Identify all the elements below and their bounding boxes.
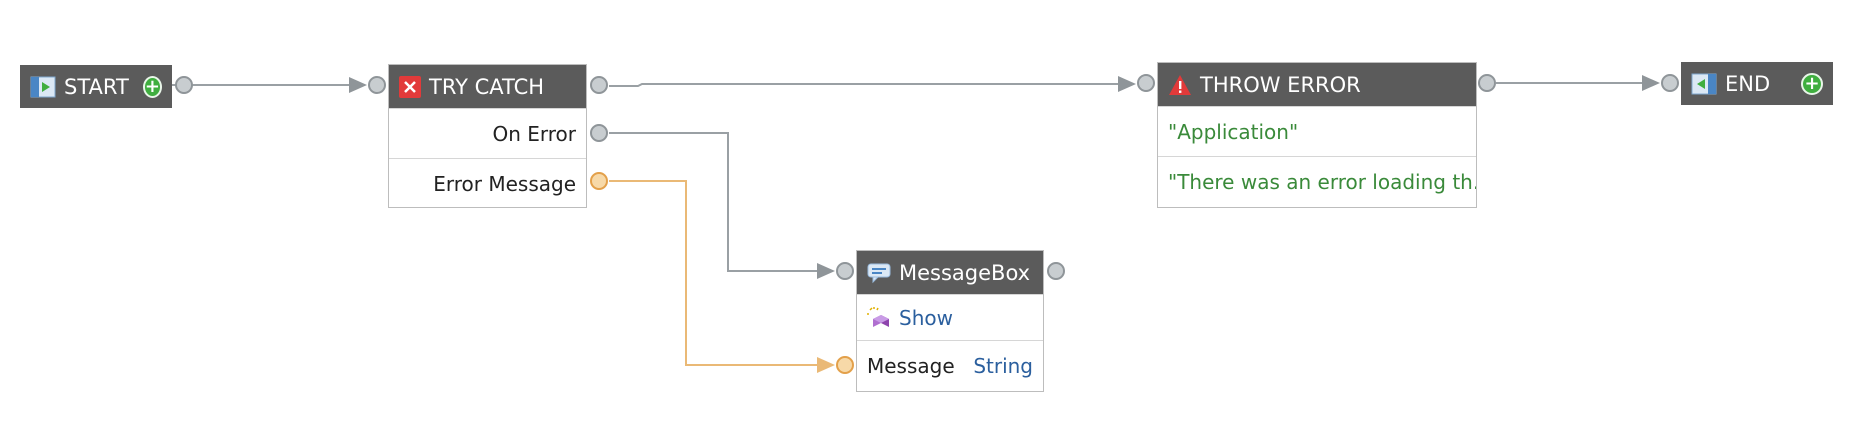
try-catch-title: TRY CATCH [429, 74, 545, 99]
trycatch-input-port[interactable] [368, 76, 386, 94]
start-node-header[interactable]: START + [20, 65, 172, 108]
messagebox-output-port[interactable] [1047, 262, 1065, 280]
start-node[interactable]: START + [20, 65, 172, 108]
throw-error-node[interactable]: THROW ERROR "Application" "There was an … [1157, 62, 1477, 208]
error-message-label: Error Message [433, 171, 576, 196]
messagebox-node[interactable]: MessageBox Show Message String [856, 250, 1044, 392]
message-param-port[interactable] [836, 356, 854, 374]
message-param-row[interactable]: Message String [857, 340, 1043, 390]
messagebox-title: MessageBox [899, 260, 1031, 285]
end-flow-icon [1691, 73, 1717, 95]
messagebox-method-row[interactable]: Show [857, 294, 1043, 340]
method-icon [867, 306, 891, 329]
wire-arrow [817, 357, 835, 373]
messagebox-input-port[interactable] [836, 262, 854, 280]
message-param-type: String [973, 353, 1033, 378]
try-catch-node[interactable]: TRY CATCH On Error Error Message [388, 64, 587, 208]
messagebox-method: Show [899, 305, 953, 330]
error-x-icon [399, 75, 421, 98]
add-icon[interactable]: + [142, 75, 162, 98]
start-output-port[interactable] [175, 76, 193, 94]
wire-arrow [1642, 75, 1660, 91]
speech-bubble-icon [867, 262, 891, 284]
wire-arrow [817, 263, 835, 279]
throw-error-arg2: "There was an error loading th... [1168, 169, 1476, 194]
on-error-row[interactable]: On Error [389, 108, 586, 158]
throw-error-header[interactable]: THROW ERROR [1158, 63, 1476, 106]
throw-error-title: THROW ERROR [1200, 72, 1361, 97]
messagebox-header[interactable]: MessageBox [857, 251, 1043, 294]
trycatch-output-port[interactable] [590, 76, 608, 94]
add-icon[interactable]: + [1801, 72, 1823, 95]
throw-error-arg2-row[interactable]: "There was an error loading th... [1158, 156, 1476, 206]
start-title: START [64, 74, 129, 99]
throw-error-arg1-row[interactable]: "Application" [1158, 106, 1476, 156]
end-title: END [1725, 71, 1771, 96]
throw-input-port[interactable] [1137, 74, 1155, 92]
wire-errormessage-to-message [609, 180, 817, 366]
throw-output-port[interactable] [1478, 74, 1496, 92]
error-message-row[interactable]: Error Message [389, 158, 586, 208]
wire-arrow [349, 77, 367, 93]
start-flow-icon [30, 76, 56, 98]
end-node[interactable]: END + [1681, 62, 1833, 105]
try-catch-header[interactable]: TRY CATCH [389, 65, 586, 108]
wire-arrow [1118, 76, 1136, 92]
end-input-port[interactable] [1661, 74, 1679, 92]
on-error-label: On Error [492, 121, 576, 146]
message-param-name: Message [867, 353, 955, 378]
error-message-port[interactable] [590, 172, 608, 190]
end-node-header[interactable]: END + [1681, 62, 1833, 105]
throw-error-arg1: "Application" [1168, 119, 1299, 144]
wire-trycatch-to-throw [609, 83, 1118, 87]
wire-onerror-to-messagebox [609, 132, 817, 272]
on-error-port[interactable] [590, 124, 608, 142]
warning-icon [1168, 74, 1192, 96]
